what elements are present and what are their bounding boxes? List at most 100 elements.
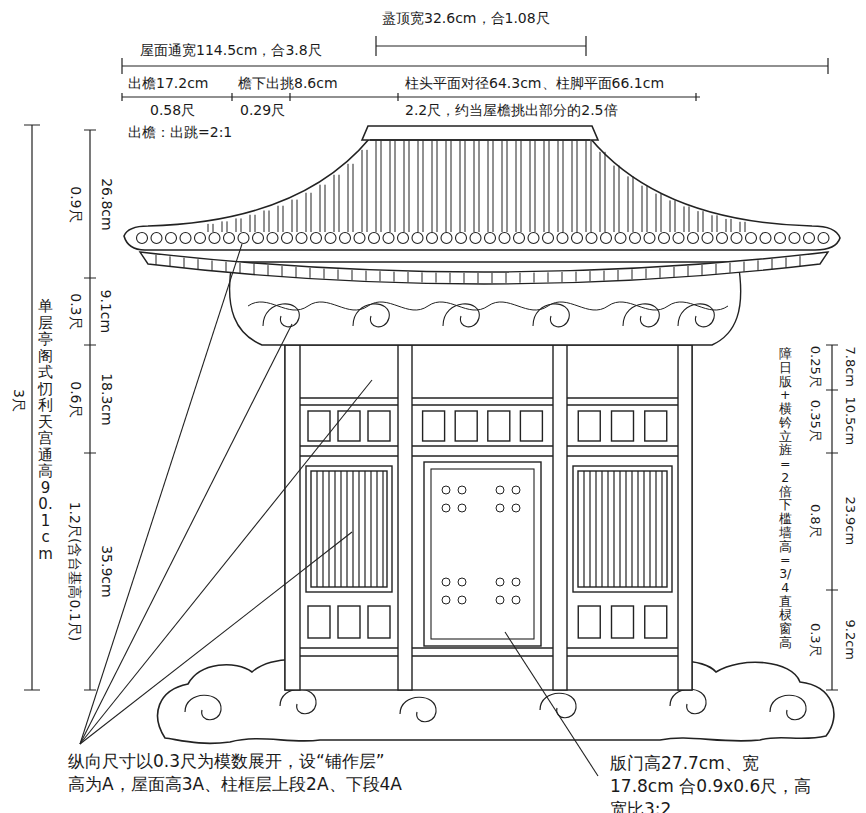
column-frame	[306, 466, 392, 592]
dimension-line	[376, 36, 586, 56]
column-frame	[285, 404, 692, 405]
eave-fascia	[352, 270, 353, 280]
cloud-base	[280, 689, 316, 714]
vertical-note: 障日版+横钤立旌=2倍下槛墙高=3/4直棂窗高	[779, 347, 792, 650]
column-frame	[308, 606, 330, 638]
column-frame	[612, 606, 634, 638]
eave-fascia	[198, 259, 199, 269]
eave-fascia	[688, 266, 689, 276]
roof-drawing	[151, 233, 162, 244]
roof-drawing	[702, 233, 713, 244]
dimension-label: 2.2尺，约当屋檐挑出部分的2.5倍	[405, 102, 618, 119]
column-frame	[285, 455, 692, 456]
eave-fascia	[310, 268, 311, 278]
column-frame	[442, 596, 450, 604]
roof-drawing	[253, 233, 264, 244]
roof-drawing	[717, 233, 728, 244]
roof-drawing	[543, 233, 554, 244]
column-frame	[423, 411, 445, 441]
column-frame	[368, 606, 390, 638]
leader-line	[505, 632, 598, 776]
roof-drawing	[369, 233, 380, 244]
eave-fascia	[140, 252, 828, 284]
roof-drawing	[731, 233, 742, 244]
leader-line	[80, 532, 352, 744]
roof-drawing	[292, 200, 297, 232]
bracket-band	[353, 304, 389, 327]
roof-drawing	[615, 233, 626, 244]
roof-drawing	[124, 126, 840, 250]
eave-fascia	[506, 273, 507, 283]
column-frame	[520, 411, 542, 441]
roof-drawing	[209, 233, 220, 244]
eave-fascia	[408, 272, 409, 282]
roof-drawing	[789, 233, 800, 244]
roof-drawing	[488, 141, 493, 232]
column-frame	[496, 486, 504, 494]
leader-line	[80, 244, 242, 744]
eave-fascia	[646, 269, 647, 279]
cloud-base	[770, 695, 806, 720]
roof-drawing	[499, 233, 510, 244]
roof-drawing	[712, 215, 717, 232]
eave-fascia	[702, 265, 703, 275]
leader-line	[80, 244, 598, 776]
roof-drawing	[348, 164, 353, 232]
eave-fascia	[758, 260, 759, 270]
column-frame	[578, 411, 600, 441]
eave-fascia	[422, 272, 423, 282]
column-frame	[285, 647, 692, 648]
dimension-label: 0.35尺	[807, 400, 823, 442]
roof-drawing	[208, 224, 213, 232]
roof-drawing	[306, 193, 311, 232]
roof-drawing	[746, 233, 757, 244]
column-frame	[553, 345, 567, 690]
dimension-label: 26.8cm	[98, 178, 115, 231]
roof-drawing	[267, 233, 278, 244]
eave-fascia	[548, 272, 549, 282]
roof-drawing	[238, 233, 249, 244]
column-frame	[678, 345, 692, 690]
dimension-label: 7.8cm	[842, 347, 858, 388]
roof-drawing	[659, 233, 670, 244]
column-frame	[573, 466, 672, 592]
roof-drawing	[516, 141, 521, 232]
roof-drawing	[775, 233, 786, 244]
roof-drawing	[236, 218, 241, 232]
column-frame	[578, 606, 600, 638]
roof-drawing	[600, 152, 605, 232]
column-frame	[285, 397, 692, 398]
dimension-label: 35.9cm	[98, 545, 115, 598]
roof-drawing	[470, 233, 481, 244]
column-frame	[512, 486, 520, 494]
eave-fascia	[744, 262, 745, 272]
eave-fascia	[632, 269, 633, 279]
eave-fascia	[464, 273, 465, 283]
dimension-label: 18.3cm	[98, 373, 115, 426]
dimension-label: 10.5cm	[842, 397, 858, 446]
column-frame	[584, 471, 662, 587]
dimension-label: 0.3尺	[807, 623, 823, 657]
roof-drawing	[601, 233, 612, 244]
eave-fascia	[156, 255, 157, 265]
bracket-band	[533, 304, 569, 327]
cloud-base	[400, 697, 436, 722]
roof-drawing	[278, 206, 283, 232]
dimension-line	[24, 36, 838, 690]
dimension-label: 0.9尺	[67, 186, 84, 222]
column-frame	[496, 578, 504, 586]
roof-drawing	[698, 211, 703, 232]
dimension-label: 0.29尺	[240, 102, 285, 119]
eave-fascia	[590, 271, 591, 281]
eave-fascia	[492, 273, 493, 283]
roof-drawing	[740, 222, 745, 232]
roof-drawing	[325, 233, 336, 244]
dimension-line	[122, 93, 700, 101]
column-frame	[458, 578, 466, 586]
eave-fascia	[772, 259, 773, 269]
column-frame	[442, 486, 450, 494]
roof-drawing	[137, 233, 148, 244]
roof-drawing	[340, 233, 351, 244]
roof-drawing	[642, 186, 647, 232]
dimension-label: 0.6尺	[67, 381, 84, 417]
